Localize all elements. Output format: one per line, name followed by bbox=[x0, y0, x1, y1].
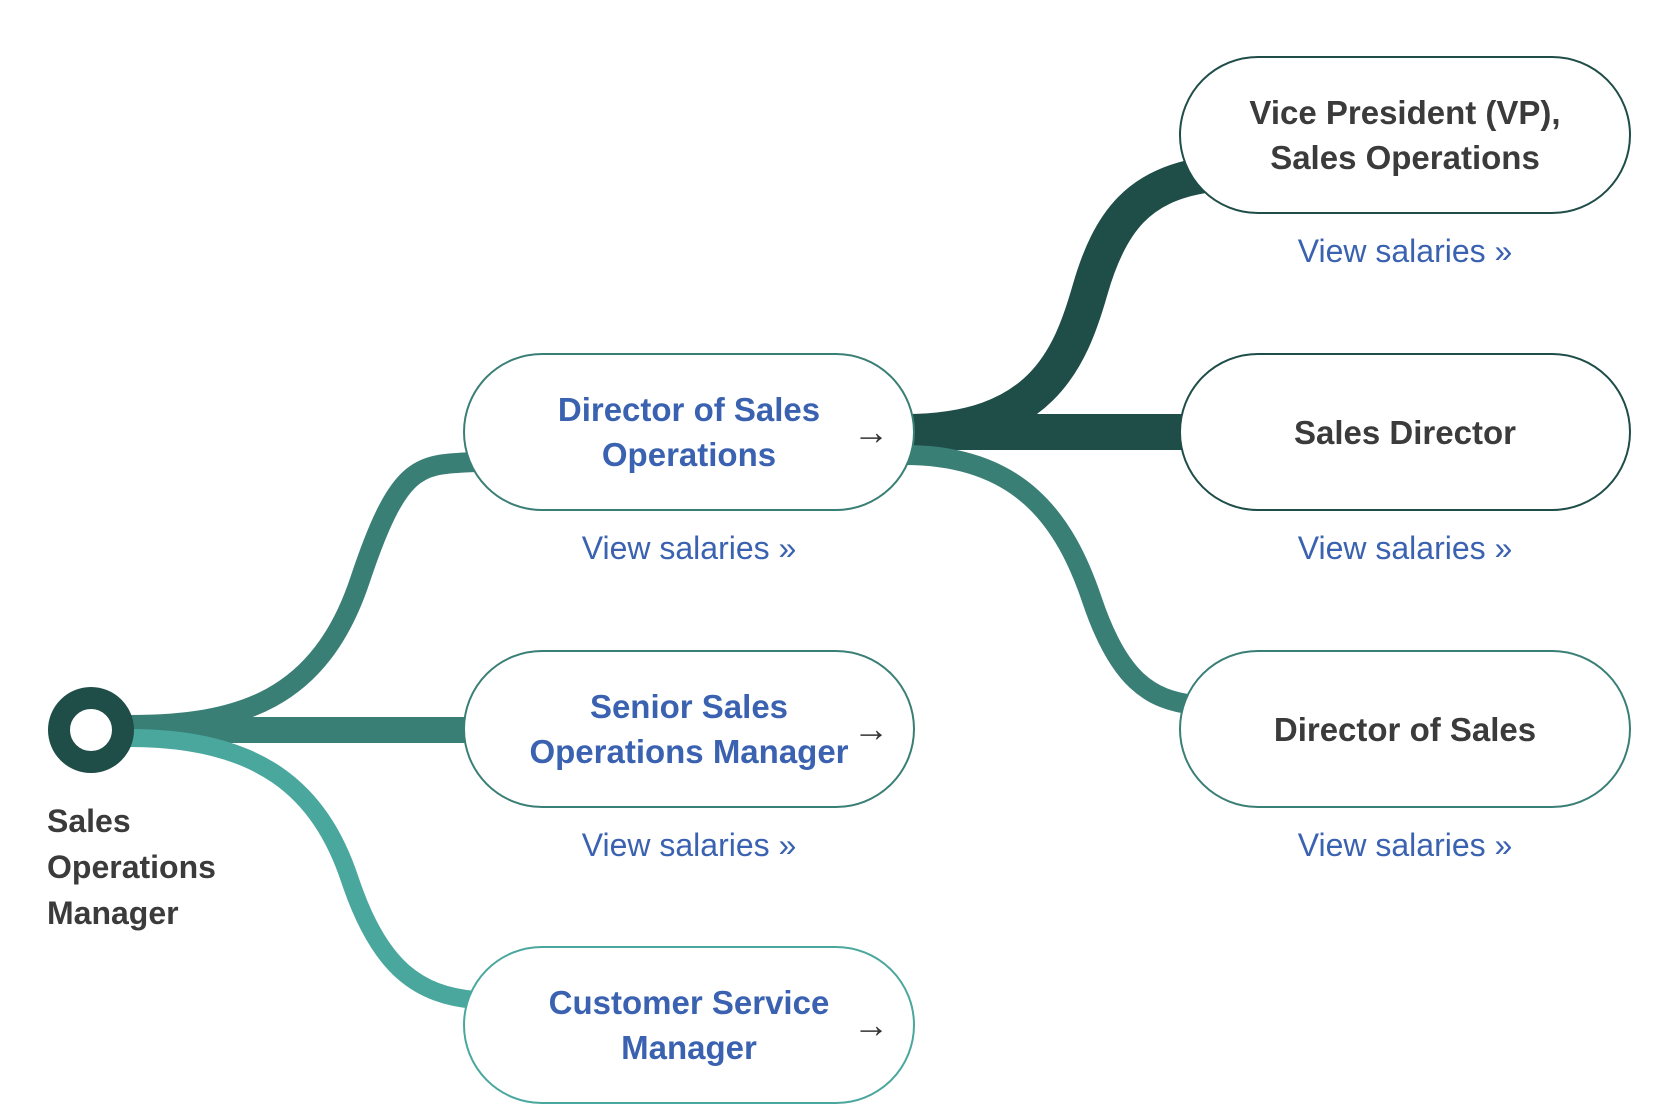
arrow-right-icon: → bbox=[853, 411, 889, 452]
view-salaries-link[interactable]: View salaries » bbox=[581, 827, 797, 863]
root-role-label: Sales Operations Manager bbox=[47, 803, 216, 931]
role-card-director-sales-operations[interactable]: Director of Sales Operations → bbox=[463, 353, 915, 511]
role-card-customer-service-manager[interactable]: Customer Service Manager → bbox=[463, 946, 915, 1104]
arrow-right-icon: → bbox=[853, 708, 889, 749]
view-salaries-link[interactable]: View salaries » bbox=[1297, 827, 1513, 863]
connector-to-director-of-sales bbox=[904, 445, 1197, 715]
role-card-vp-sales-operations: Vice President (VP), Sales Operations bbox=[1179, 56, 1631, 214]
role-title: Director of Sales Operations bbox=[557, 391, 821, 473]
view-salaries-link[interactable]: View salaries » bbox=[1297, 530, 1513, 566]
view-salaries-link[interactable]: View salaries » bbox=[581, 530, 797, 566]
arrow-right-icon: → bbox=[853, 1004, 889, 1045]
connector-to-sales-director bbox=[905, 414, 1190, 450]
connector-root-to-customer-service bbox=[129, 729, 476, 1009]
role-card-director-of-sales: Director of Sales bbox=[1179, 650, 1631, 808]
role-title: Senior Sales Operations Manager bbox=[529, 688, 849, 770]
role-title: Vice President (VP), Sales Operations bbox=[1249, 94, 1561, 176]
role-card-sales-director: Sales Director bbox=[1179, 353, 1631, 511]
role-title: Director of Sales bbox=[1273, 710, 1537, 748]
root-node-icon bbox=[48, 687, 134, 773]
connector-root-to-director-sales-ops bbox=[129, 452, 476, 735]
role-card-senior-sales-operations-manager[interactable]: Senior Sales Operations Manager → bbox=[463, 650, 915, 808]
connector-to-vp bbox=[904, 157, 1209, 450]
view-salaries-link[interactable]: View salaries » bbox=[1297, 233, 1513, 269]
role-title: Customer Service Manager bbox=[548, 984, 830, 1066]
role-title: Sales Director bbox=[1294, 413, 1516, 451]
